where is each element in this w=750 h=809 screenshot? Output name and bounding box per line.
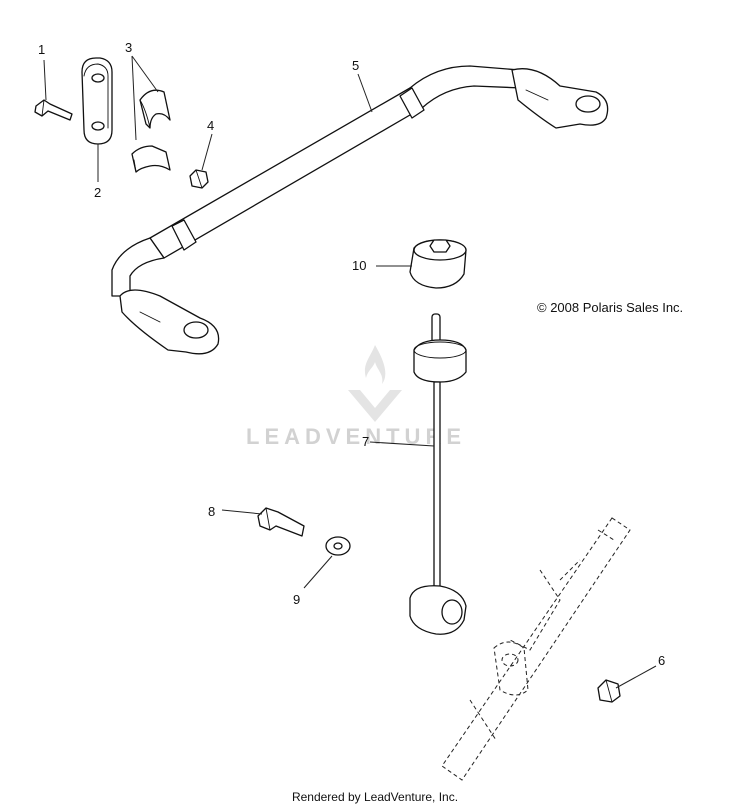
callout-10: 10 (352, 258, 366, 273)
callout-5: 5 (352, 58, 359, 73)
part-2-plate (81, 57, 113, 145)
callout-8: 8 (208, 504, 215, 519)
callout-3: 3 (125, 40, 132, 55)
frame-reference (441, 517, 631, 781)
part-4-nut (189, 169, 209, 189)
part-10-bushing (409, 239, 467, 289)
callout-7: 7 (362, 434, 369, 449)
part-5-stabilizer-bar (111, 65, 609, 355)
part-8-bolt (257, 507, 305, 537)
callout-9: 9 (293, 592, 300, 607)
leadventure-logo-icon (348, 345, 402, 422)
part-7-link-rod (409, 313, 467, 635)
callout-1: 1 (38, 42, 45, 57)
part-9-washer (325, 536, 351, 556)
callout-2: 2 (94, 185, 101, 200)
footer-text: Rendered by LeadVenture, Inc. (291, 790, 459, 804)
watermark-text: LEADVENTURE (246, 424, 467, 449)
part-1-bolt (34, 99, 73, 121)
copyright-text: © 2008 Polaris Sales Inc. (537, 300, 684, 315)
part-6-nut (597, 679, 621, 703)
part-3-bushings (131, 89, 171, 173)
callout-6: 6 (658, 653, 665, 668)
callout-4: 4 (207, 118, 214, 133)
